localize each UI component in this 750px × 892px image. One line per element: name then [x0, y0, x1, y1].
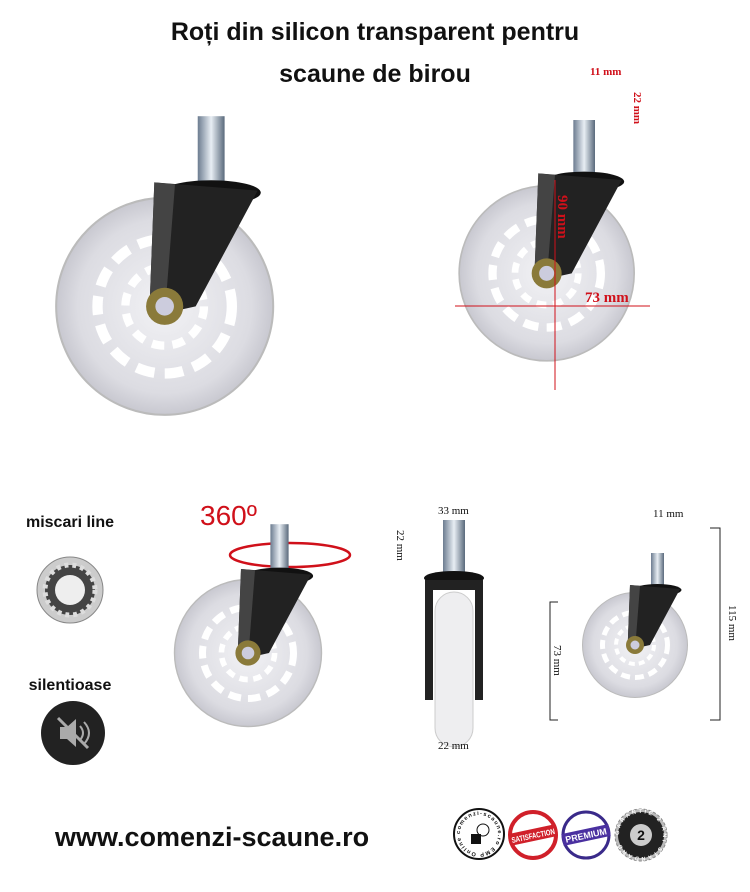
height-dim: 90 mm — [554, 195, 570, 239]
feature-silent-label: silentioase — [28, 677, 112, 694]
rotation-arrow-icon — [228, 541, 352, 569]
front-stem-height-dim: 22 mm — [394, 530, 406, 561]
bearing-icon — [36, 556, 104, 624]
title-line-1: Roți din silicon transparent pentru — [170, 18, 580, 46]
side-total-height-dim: 115 mm — [726, 605, 738, 641]
caster-wheel-dimensioned-image — [430, 70, 650, 390]
rotation-label: 360º — [200, 500, 257, 531]
caster-wheel-front-view-image — [424, 520, 484, 748]
website-url[interactable]: www.comenzi-scaune.ro — [55, 822, 370, 852]
caster-wheel-rotation-image — [150, 485, 360, 765]
stem-height-dim: 22 mm — [631, 92, 643, 125]
feature-smooth-label: miscari line — [25, 514, 115, 531]
badge-satisfaction-icon: SATISFACTION — [508, 810, 558, 860]
svg-text:2: 2 — [637, 827, 645, 843]
side-wheel-height-dim: 73 mm — [551, 645, 563, 676]
front-width-dim: 33 mm — [438, 505, 469, 517]
badge-premium-icon: PREMIUM — [561, 810, 611, 860]
title-line-2: scaune de birou — [279, 60, 471, 88]
badge-warranty-icon: GARANTIE 2 ANI STANDARD 2 — [614, 808, 668, 862]
front-wheel-width-dim: 22 mm — [438, 740, 469, 752]
side-stem-width-dim: 11 mm — [653, 508, 684, 520]
caster-wheel-angled-image — [10, 110, 340, 420]
side-dimension-lines — [549, 527, 721, 721]
diameter-dim: 73 mm — [585, 290, 629, 306]
mute-speaker-icon — [41, 701, 105, 765]
badge-emp-online-icon: comenzi-scaune.ro EMP Online — [453, 808, 505, 860]
stem-width-dim: 11 mm — [590, 66, 622, 78]
